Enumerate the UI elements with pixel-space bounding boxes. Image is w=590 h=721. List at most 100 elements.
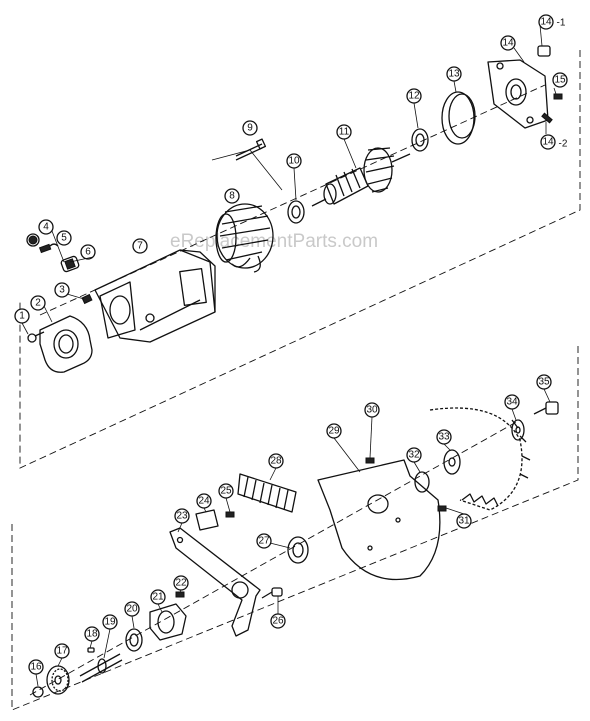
part-end-cover-plate: [39, 315, 93, 373]
leader-lines: [21, 24, 557, 687]
callout-27: 27: [256, 533, 272, 549]
svg-text:3: 3: [59, 285, 65, 296]
svg-text:21: 21: [152, 592, 164, 603]
part-screw-31: [437, 505, 447, 512]
callout-24: 24: [196, 493, 212, 509]
svg-text:30: 30: [366, 405, 378, 416]
part-screw-25: [225, 511, 235, 518]
svg-text:28: 28: [270, 456, 282, 467]
svg-text:29: 29: [328, 426, 340, 437]
part-bearing-10: [287, 200, 305, 224]
svg-text:14: 14: [540, 17, 552, 28]
svg-text:4: 4: [43, 222, 49, 233]
svg-text:6: 6: [85, 247, 91, 258]
part-screw-26: [261, 587, 283, 599]
callout-6: 6: [80, 244, 96, 260]
part-bearing-12: [411, 128, 429, 152]
callout-3: 3: [54, 282, 70, 298]
part-screw-1: [27, 331, 45, 343]
callout-25: 25: [218, 483, 234, 499]
svg-text:-1: -1: [557, 18, 566, 29]
callout-33: 33: [436, 429, 452, 445]
part-14-2-pin: [541, 112, 553, 124]
callout-26: 26: [270, 613, 286, 629]
svg-text:20: 20: [126, 604, 138, 615]
svg-text:1: 1: [19, 311, 25, 322]
part-armature-11: [311, 147, 411, 207]
callout-16: 16: [28, 659, 44, 675]
part-brush-cap-4: [26, 233, 40, 247]
callout-2: 2: [30, 295, 46, 311]
svg-text:12: 12: [408, 91, 420, 102]
callout-5: 5: [56, 230, 72, 246]
svg-text:10: 10: [288, 156, 300, 167]
part-bearing-bracket-14: [487, 59, 549, 129]
part-carbon-brush-5: [38, 243, 59, 254]
callout-12: 12: [406, 88, 422, 104]
callout-23: 23: [174, 508, 190, 524]
part-saw-blade: [429, 407, 531, 511]
svg-text:27: 27: [258, 536, 270, 547]
svg-text:17: 17: [56, 646, 68, 657]
callout-31: 31: [456, 513, 472, 529]
svg-text:5: 5: [61, 233, 67, 244]
part-screw-15: [553, 93, 563, 100]
part-screw-22: [175, 591, 185, 598]
callout-1: 1: [14, 308, 30, 324]
callout-10: 10: [286, 153, 302, 169]
svg-text:2: 2: [35, 298, 41, 309]
part-motor-housing-7: [94, 249, 216, 343]
svg-text:14: 14: [502, 38, 514, 49]
part-dust-seal-27: [287, 536, 309, 564]
callout-35: 35: [536, 374, 552, 390]
callout-28: 28: [268, 453, 284, 469]
svg-text:-2: -2: [559, 139, 568, 150]
part-plate-24: [195, 509, 219, 531]
svg-text:16: 16: [30, 662, 42, 673]
part-gear-17: [46, 665, 70, 695]
svg-text:7: 7: [137, 241, 143, 252]
callout-19: 19: [102, 614, 118, 630]
part-inner-flange-33: [443, 449, 461, 475]
part-washer-32: [414, 471, 430, 493]
svg-text:8: 8: [229, 191, 235, 202]
svg-text:35: 35: [538, 377, 550, 388]
callout-15: 15: [552, 72, 568, 88]
svg-text:9: 9: [247, 123, 253, 134]
svg-text:22: 22: [175, 578, 187, 589]
callout-21: 21: [150, 589, 166, 605]
callout-14: 14: [500, 35, 516, 51]
svg-text:23: 23: [176, 511, 188, 522]
part-outer-flange-34: [511, 419, 525, 441]
callout-11: 11: [336, 124, 352, 140]
callout-17: 17: [54, 643, 70, 659]
callout-22: 22: [173, 575, 189, 591]
callout-20: 20: [124, 601, 140, 617]
part-screw-30: [365, 457, 375, 464]
svg-text:33: 33: [438, 432, 450, 443]
svg-text:14: 14: [542, 137, 554, 148]
svg-text:19: 19: [104, 617, 116, 628]
svg-text:24: 24: [198, 496, 210, 507]
callout-30: 30: [364, 402, 380, 418]
part-bearing-housing-21: [149, 603, 187, 641]
svg-text:18: 18: [86, 629, 98, 640]
callout-4: 4: [38, 219, 54, 235]
callout-7: 7: [132, 238, 148, 254]
callout-14-1: 14 -1: [538, 14, 566, 30]
screw-9-leader: [211, 149, 283, 191]
upper-panel-border: [19, 50, 581, 469]
part-ring-13: [441, 91, 476, 145]
part-bracket-23: [169, 527, 261, 637]
svg-text:13: 13: [448, 69, 460, 80]
callout-13: 13: [446, 66, 462, 82]
callout-34: 34: [504, 394, 520, 410]
part-long-screw-9: [235, 138, 267, 161]
callout-29: 29: [326, 423, 342, 439]
svg-text:31: 31: [458, 516, 470, 527]
callout-14-2: 14 -2: [540, 134, 568, 150]
part-blade-guard-29: [317, 459, 441, 581]
part-brush-holder-6: [60, 255, 80, 273]
part-key-18: [87, 647, 95, 653]
